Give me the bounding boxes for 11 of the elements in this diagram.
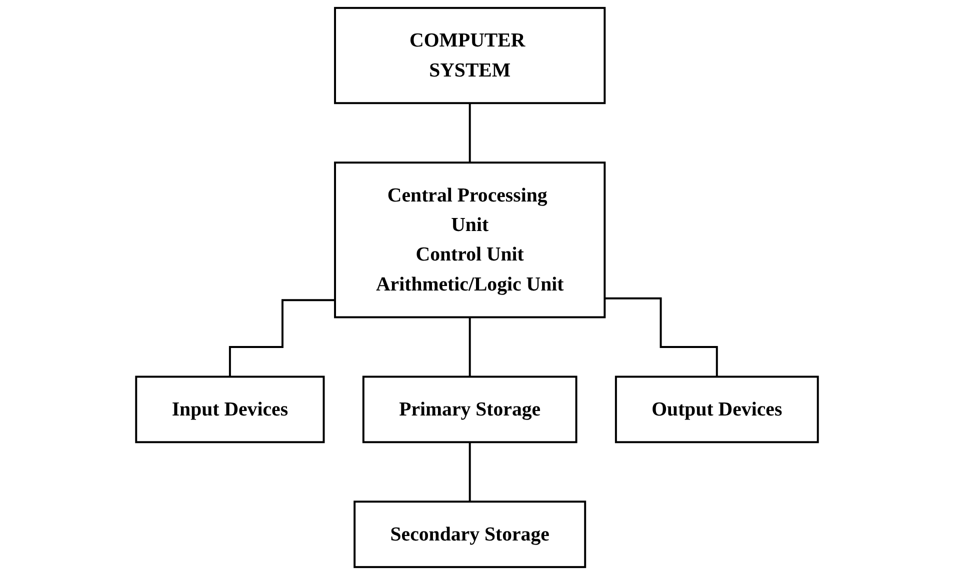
connector (468, 102, 471, 164)
node-box: Input Devices (135, 376, 325, 444)
node-box: Secondary Storage (354, 500, 586, 568)
node-box: Central Processing Unit Control Unit Arithmetic/Logic Unit (334, 162, 606, 318)
node-box: COMPUTER SYSTEM (334, 6, 606, 104)
connector (468, 441, 471, 503)
connector (228, 299, 336, 378)
connector (468, 316, 471, 378)
node-box: Primary Storage (362, 376, 578, 444)
connector (604, 297, 718, 378)
node-box: Output Devices (614, 376, 819, 444)
